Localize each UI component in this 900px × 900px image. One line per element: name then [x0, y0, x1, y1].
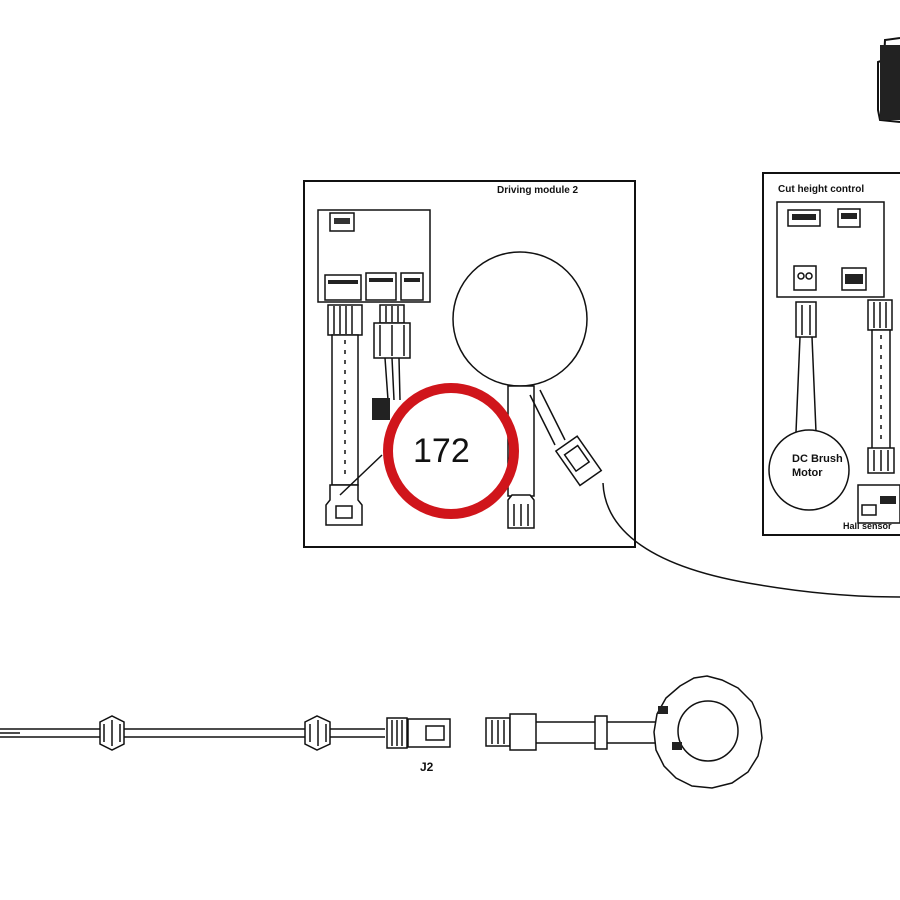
motor-label-line1: DC Brush: [792, 453, 843, 465]
right-harness: [867, 299, 895, 474]
board-harness-middle: [339, 304, 411, 496]
hall-sensor-label: Hall sensor: [843, 521, 892, 531]
dc-motor-harness: [795, 301, 817, 433]
connector-j2-label: J2: [420, 760, 434, 774]
board-harness-left: [325, 304, 363, 526]
callout-circle: [383, 383, 519, 519]
driving-module-title: Driving module 2: [497, 185, 579, 196]
motor-label-line2: Motor: [792, 467, 823, 479]
cut-height-title: Cut height control: [778, 184, 864, 195]
driving-module-box: Driving module 2: [303, 180, 900, 598]
control-board: [317, 209, 431, 303]
cut-height-module-box: Cut height control DC Brush Motor: [762, 172, 900, 536]
wheel-motor: [452, 251, 603, 529]
hall-sensor-board: [857, 484, 900, 524]
cut-height-board: [776, 201, 885, 298]
callout-number: 172: [413, 432, 470, 470]
exit-cable: [602, 482, 900, 598]
bottom-harness: [0, 715, 451, 751]
callout-172: 172: [383, 383, 519, 519]
mating-connector: [485, 713, 660, 751]
ring-sensor: [653, 675, 763, 789]
dc-brush-motor: DC Brush Motor: [768, 429, 850, 511]
partial-component-top-right: [877, 37, 900, 123]
